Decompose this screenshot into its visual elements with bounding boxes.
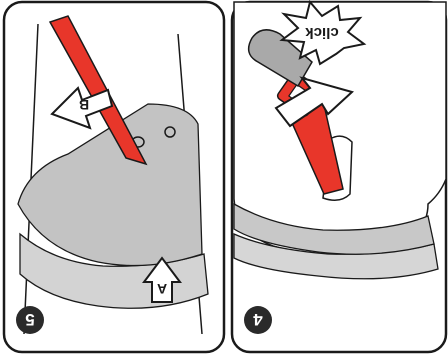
arrow-b-label: B (79, 97, 89, 113)
arrow-a-label: A (157, 281, 167, 297)
click-sound-label: click (305, 24, 339, 41)
panel-step-4: click 4 (232, 2, 446, 352)
step-number-4: 4 (253, 310, 263, 329)
panel-step-5: B A 5 (4, 2, 224, 352)
step-number-5: 5 (25, 310, 34, 329)
